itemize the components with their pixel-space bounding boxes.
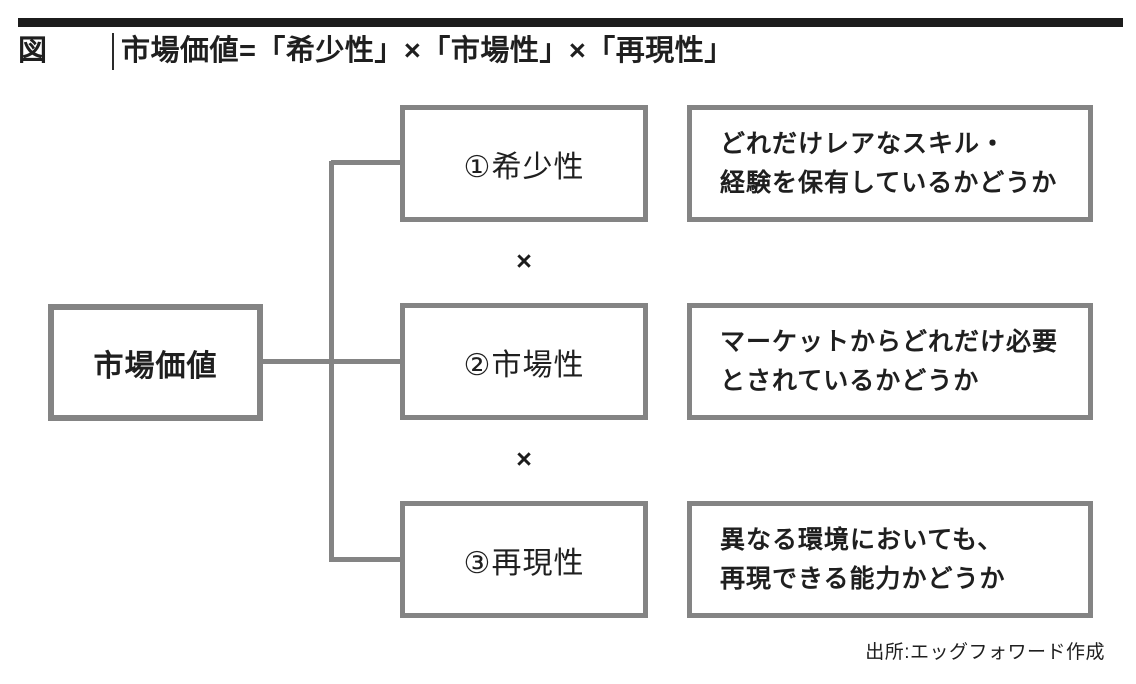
root-node-market-value: 市場価値: [48, 304, 263, 421]
connector-root-row2: [263, 359, 400, 364]
desc-marketability-line2: とされているかどうか: [720, 366, 980, 395]
desc-marketability: マーケットからどれだけ必要 とされているかどうか: [687, 303, 1093, 420]
root-node-label: 市場価値: [93, 349, 218, 383]
node-marketability-label: ②市場性: [463, 348, 585, 382]
top-rule: [18, 18, 1123, 27]
multiply-sign-2: ×: [516, 444, 532, 474]
desc-reproducibility-line2: 再現できる能力かどうか: [720, 564, 1006, 593]
figure-title: 市場価値=「希少性」×「市場性」×「再現性」: [121, 35, 734, 67]
connector-row3: [331, 557, 400, 562]
desc-marketability-text: マーケットからどれだけ必要 とされているかどうか: [720, 323, 1058, 401]
desc-reproducibility-line1: 異なる環境においても、: [720, 525, 1004, 554]
desc-reproducibility: 異なる環境においても、 再現できる能力かどうか: [687, 501, 1093, 618]
connector-row1: [331, 160, 400, 165]
node-reproducibility: ③再現性: [400, 501, 648, 618]
node-rarity-label: ①希少性: [463, 150, 585, 184]
desc-rarity-line1: どれだけレアなスキル・: [720, 129, 1007, 158]
figure-label: 図: [18, 35, 48, 67]
source-credit: 出所:エッグフォワード作成: [865, 642, 1105, 663]
desc-reproducibility-text: 異なる環境においても、 再現できる能力かどうか: [720, 521, 1006, 599]
desc-rarity: どれだけレアなスキル・ 経験を保有しているかどうか: [687, 105, 1093, 222]
node-marketability: ②市場性: [400, 303, 648, 420]
desc-rarity-line2: 経験を保有しているかどうか: [720, 168, 1058, 197]
desc-rarity-text: どれだけレアなスキル・ 経験を保有しているかどうか: [720, 125, 1057, 203]
node-rarity: ①希少性: [400, 105, 648, 222]
multiply-sign-1: ×: [516, 246, 532, 276]
title-divider: [112, 33, 114, 70]
node-reproducibility-label: ③再現性: [463, 546, 585, 580]
desc-marketability-line1: マーケットからどれだけ必要: [720, 327, 1059, 356]
